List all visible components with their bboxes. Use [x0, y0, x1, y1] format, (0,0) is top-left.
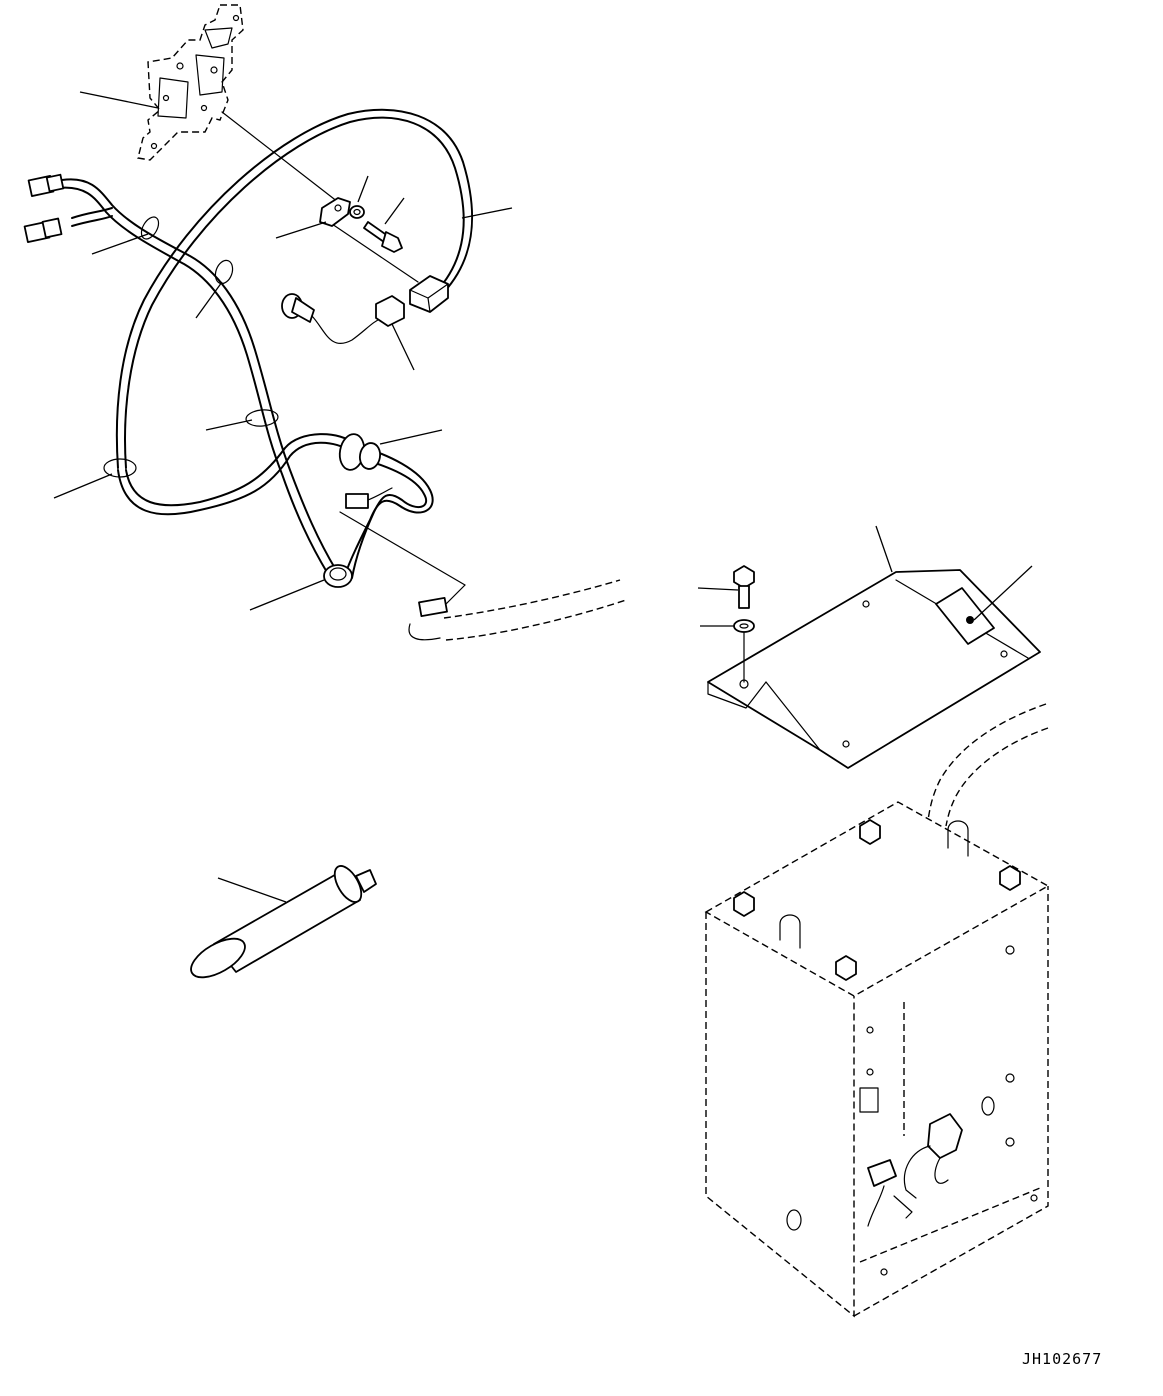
cover-bolt: [733, 565, 755, 609]
leader-line: [79, 91, 159, 109]
leader-line: [379, 429, 443, 445]
mounting-tab: [319, 197, 351, 227]
branch-harness: [57, 178, 434, 579]
cylinder-part: [190, 865, 377, 979]
leader-line: [357, 175, 369, 203]
leader-line: [91, 233, 149, 255]
dashed-hose: [945, 727, 1049, 827]
grommet: [338, 433, 382, 471]
drawing-code: JH102677: [1022, 1350, 1103, 1368]
leader-line: [249, 579, 325, 611]
alignment-line: [221, 111, 339, 203]
harness-clamp: [103, 216, 279, 478]
cover-plate-mark: [966, 616, 974, 624]
dashed-cable: [408, 579, 627, 641]
mounting-bracket-plate: [137, 4, 244, 161]
leader-line: [205, 419, 253, 431]
leader-line: [973, 565, 1033, 621]
leader-line: [391, 323, 415, 371]
main-wire-harness: [115, 108, 474, 516]
connector-plug-upper: [27, 173, 65, 198]
washer: [349, 205, 365, 219]
dashed-hose: [927, 703, 1047, 821]
bolt: [363, 221, 403, 253]
connector-plug-lower: [23, 217, 63, 244]
leader-line: [53, 473, 113, 499]
small-connector: [345, 487, 393, 509]
alignment-line: [444, 584, 466, 606]
leader-line: [384, 197, 405, 225]
cover-washer: [733, 619, 755, 633]
leader-line: [275, 221, 327, 239]
leader-line: [217, 877, 287, 903]
alignment-line: [331, 223, 419, 283]
leader-line: [697, 587, 739, 591]
battery-box: [704, 801, 1050, 1318]
harness-clamp-bottom: [323, 564, 353, 588]
alignment-line: [339, 511, 466, 586]
sensor-with-lead: [281, 293, 405, 345]
leader-line: [461, 207, 513, 219]
leader-line: [195, 281, 223, 319]
cover-plate: [707, 569, 1041, 769]
harness-connector: [409, 275, 449, 313]
leader-line: [875, 525, 893, 573]
